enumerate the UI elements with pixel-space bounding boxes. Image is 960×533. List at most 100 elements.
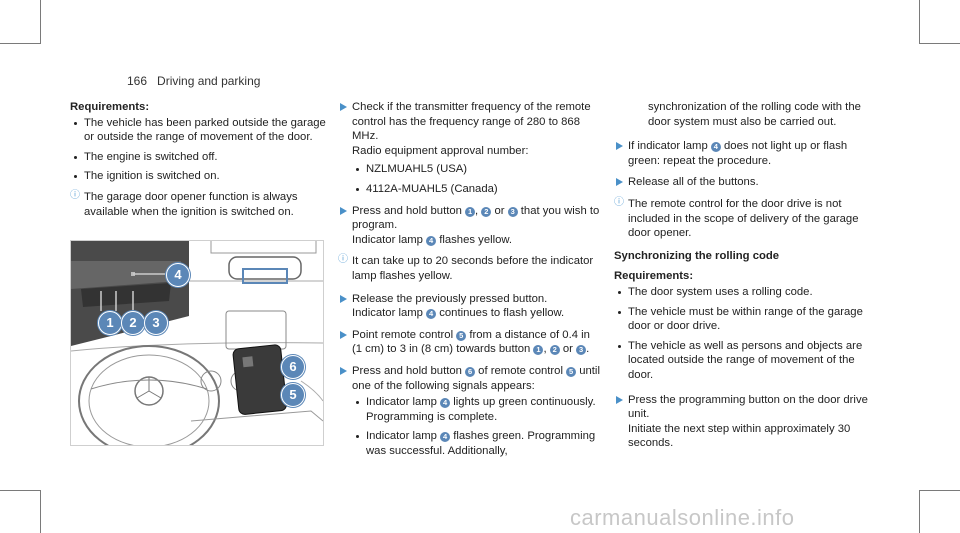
step: Press and hold button 6 of remote contro… <box>338 364 600 459</box>
list-item: 4112A-MUAHL5 (Canada) <box>352 182 600 197</box>
list-item: Indicator lamp 4 lights up green continu… <box>352 395 600 424</box>
badge-4: 4 <box>710 142 721 153</box>
item-text: Indicator lamp <box>366 396 441 409</box>
step: Press the programming button on the door… <box>614 393 876 451</box>
requirements-list: The door system uses a rolling code. The… <box>614 285 876 383</box>
page-number: 166 <box>127 74 148 88</box>
step: Point remote control 5 from a distance o… <box>338 328 600 357</box>
step: Release the previously pressed button. I… <box>338 292 600 321</box>
list-item: The vehicle as well as persons and objec… <box>614 339 876 383</box>
badge-3: 3 <box>576 345 587 356</box>
list-item: Indicator lamp 4 flashes green. Programm… <box>352 429 600 458</box>
badge-4: 4 <box>426 235 437 246</box>
badge-3: 3 <box>507 206 518 217</box>
badge-1: 1 <box>465 206 476 217</box>
callout-3: 3 <box>144 311 168 335</box>
crop-mark <box>40 490 41 533</box>
crop-mark <box>0 490 40 491</box>
step-arrow-icon <box>616 178 623 187</box>
continued-text: synchronization of the rolling code with… <box>648 101 861 128</box>
step-text: Point remote control <box>352 328 457 341</box>
sep: . <box>586 343 590 356</box>
step-text: does not light up or flash green: repeat… <box>628 140 848 167</box>
step-text: Check if the transmitter frequency of th… <box>352 101 591 143</box>
column-1: Requirements: The vehicle has been parke… <box>70 100 330 227</box>
info-icon: ⓘ <box>614 196 624 208</box>
watermark: carmanualsonline.info <box>570 505 795 530</box>
note-text: The remote control for the door drive is… <box>628 197 859 240</box>
list-item: The vehicle has been parked outside the … <box>70 116 330 145</box>
step: Check if the transmitter frequency of th… <box>338 100 600 197</box>
step-text: Press and hold button <box>352 364 466 377</box>
step-line: Indicator lamp 4 flashes yellow. <box>352 233 600 248</box>
section-title: Driving and parking <box>157 74 261 88</box>
step: If indicator lamp 4 does not light up or… <box>614 139 876 168</box>
step-text: Indicator lamp <box>352 307 427 320</box>
cockpit-drawing <box>71 241 323 445</box>
callout-2: 2 <box>121 311 145 335</box>
crop-mark <box>0 43 40 44</box>
step-text: that you wish to program. <box>352 204 600 232</box>
sep: , <box>543 343 550 356</box>
sep: , <box>475 204 482 217</box>
info-icon: ⓘ <box>338 254 348 266</box>
callout-6: 6 <box>281 355 305 379</box>
step-text: Release the previously pressed button. <box>352 292 548 305</box>
step-arrow-icon <box>340 366 347 375</box>
item-text: Indicator lamp <box>366 430 441 443</box>
list-item: The ignition is switched on. <box>70 169 330 184</box>
approval-list: NZLMUAHL5 (USA) 4112A-MUAHL5 (Canada) <box>352 162 600 196</box>
step-arrow-icon <box>616 395 623 404</box>
badge-6: 6 <box>465 366 476 377</box>
list-item: NZLMUAHL5 (USA) <box>352 162 600 177</box>
sep: or <box>559 343 577 356</box>
badge-2: 2 <box>481 206 492 217</box>
sep: or <box>491 204 508 217</box>
step-arrow-icon <box>340 206 347 215</box>
crop-mark <box>919 0 920 44</box>
note-text: The garage door opener function is alway… <box>84 190 298 218</box>
crop-mark <box>40 0 41 44</box>
step-arrow-icon <box>616 142 623 151</box>
badge-5: 5 <box>456 330 467 341</box>
info-note: ⓘ The remote control for the door drive … <box>614 197 876 241</box>
note-text: It can take up to 20 seconds before the … <box>352 255 594 282</box>
step-text: continues to flash yellow. <box>436 307 565 320</box>
requirements-list: The vehicle has been parked outside the … <box>70 116 330 184</box>
step-text: until one of the following signals appea… <box>352 364 600 392</box>
list-item: The door system uses a rolling code. <box>614 285 876 300</box>
callout-1: 1 <box>98 311 122 335</box>
signals-list: Indicator lamp 4 lights up green continu… <box>352 395 600 458</box>
step-text: Release all of the buttons. <box>628 176 759 189</box>
step-text: If indicator lamp <box>628 140 711 153</box>
list-item: The engine is switched off. <box>70 150 330 165</box>
item-text: flashes green. Programming was successfu… <box>366 430 596 457</box>
column-3: synchronization of the rolling code with… <box>614 100 876 458</box>
list-item: The vehicle must be within range of the … <box>614 305 876 334</box>
step: Release all of the buttons. <box>614 175 876 190</box>
column-2: Check if the transmitter frequency of th… <box>338 100 600 465</box>
step-text: Initiate the next step within approximat… <box>628 422 851 450</box>
step-text: of remote control <box>475 364 567 377</box>
dashboard-illustration: 4 1 2 3 6 5 <box>70 240 324 446</box>
crop-mark <box>919 490 920 533</box>
step-text: Press the programming button on the door… <box>628 393 868 421</box>
step: Press and hold button 1, 2 or 3 that you… <box>338 204 600 248</box>
badge-2: 2 <box>549 345 560 356</box>
step-text: Press and hold button <box>352 204 466 217</box>
step-arrow-icon <box>340 294 347 303</box>
page-header: 166 Driving and parking <box>127 74 260 88</box>
info-note: ⓘ The garage door opener function is alw… <box>70 190 330 219</box>
info-note: ⓘ It can take up to 20 seconds before th… <box>338 254 600 283</box>
badge-1: 1 <box>533 345 544 356</box>
step-text: Radio equipment approval number: <box>352 144 529 157</box>
requirements-heading: Requirements: <box>614 270 694 283</box>
sync-heading: Synchronizing the rolling code <box>614 249 780 262</box>
crop-mark <box>920 43 960 44</box>
callout-5: 5 <box>281 383 305 407</box>
step-arrow-icon <box>340 103 347 111</box>
callout-4: 4 <box>166 263 190 287</box>
badge-4: 4 <box>440 398 451 409</box>
item-text: lights up green continuously. Programmin… <box>366 396 596 423</box>
requirements-heading: Requirements: <box>70 101 150 113</box>
